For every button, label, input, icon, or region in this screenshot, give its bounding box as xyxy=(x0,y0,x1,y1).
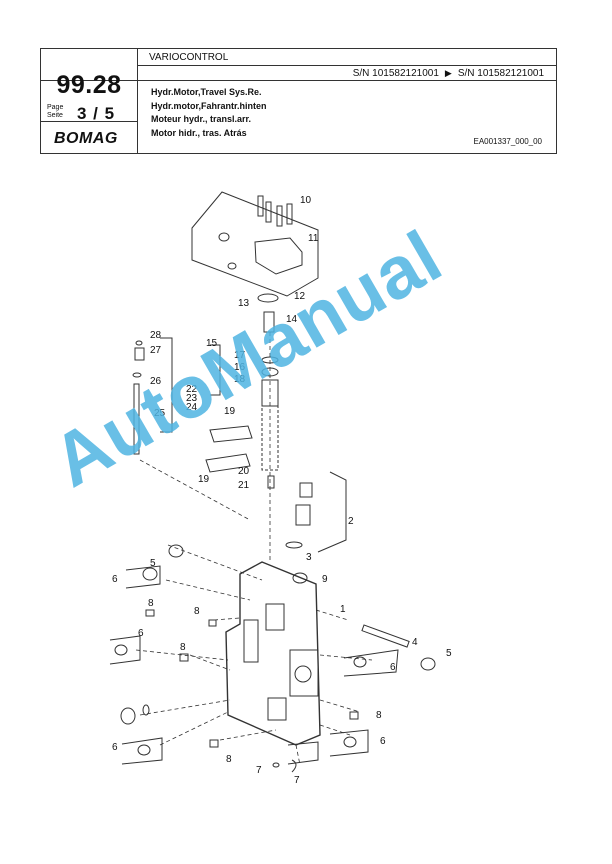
bolt xyxy=(257,195,264,217)
rod xyxy=(133,383,140,455)
callout: 25 xyxy=(154,408,166,419)
page-label: Page Seite xyxy=(47,104,64,119)
callout: 8 xyxy=(180,642,186,653)
bomag-logo: BOMAG xyxy=(54,130,118,147)
callout: 13 xyxy=(238,298,250,309)
callout: 28 xyxy=(150,330,162,341)
callout: 18 xyxy=(234,374,246,385)
bolt xyxy=(276,205,283,227)
callout: 22 xyxy=(186,384,198,395)
pin xyxy=(209,425,253,443)
serial-from: S/N 101582121001 xyxy=(352,68,439,79)
callout: 14 xyxy=(286,314,298,325)
pin xyxy=(361,624,410,648)
callout: 12 xyxy=(294,291,306,302)
plug xyxy=(137,744,151,756)
plug xyxy=(120,707,136,725)
title-en: Hydr.Motor,Travel Sys.Re. xyxy=(151,87,262,97)
plug xyxy=(299,482,313,498)
callout: 6 xyxy=(112,742,118,753)
plug xyxy=(292,572,308,584)
plug xyxy=(349,711,359,720)
callout: 19 xyxy=(224,406,236,417)
plug xyxy=(145,609,155,617)
callout: 8 xyxy=(376,710,382,721)
callout: 19 xyxy=(198,474,210,485)
callout: 26 xyxy=(150,376,162,387)
title-es: Motor hidr., tras. Atrás xyxy=(151,127,247,138)
group-number: 99.28 xyxy=(56,71,122,99)
o-ring xyxy=(285,541,303,549)
cover-frame xyxy=(191,191,319,297)
serial-number-range: S/N 101582121001 ▶ S/N 101582121001 xyxy=(353,68,544,79)
callout: 23 xyxy=(186,393,198,404)
callout: 21 xyxy=(238,480,250,491)
callout: 6 xyxy=(390,662,396,673)
callout: 2 xyxy=(348,516,354,527)
motor-cover-part xyxy=(254,237,303,275)
plug xyxy=(343,736,357,748)
part-titles: Hydr.Motor,Travel Sys.Re. Hydr.motor,Fah… xyxy=(151,86,267,140)
callout: 7 xyxy=(294,775,300,786)
callout: 8 xyxy=(226,754,232,765)
document-id: EA001337_000_00 xyxy=(473,137,542,146)
screw xyxy=(267,475,275,489)
callout: 10 xyxy=(300,195,312,206)
exploded-parts-diagram: 10 11 12 13 14 15 17 16 18 19 19 20 21 2… xyxy=(109,191,452,786)
serial-to: S/N 101582121001 xyxy=(457,68,544,79)
callout: 15 xyxy=(206,338,218,349)
plug xyxy=(209,739,219,748)
plug xyxy=(420,657,436,671)
callout: 6 xyxy=(380,736,386,747)
callout: 17 xyxy=(234,350,246,361)
callout: 4 xyxy=(412,637,418,648)
plug xyxy=(168,544,184,558)
title-de: Hydr.motor,Fahrantr.hinten xyxy=(151,100,267,111)
callout: 27 xyxy=(150,345,162,356)
callout: 6 xyxy=(138,628,144,639)
callout: 7 xyxy=(256,765,262,776)
callout: 20 xyxy=(238,466,250,477)
callout: 3 xyxy=(306,552,312,563)
parts-page-header: VARIOCONTROL S/N 101582121001▶S/N 101582… xyxy=(40,48,557,154)
catalog-category: VARIOCONTROL xyxy=(149,52,229,63)
callout: 24 xyxy=(186,402,198,413)
callout: 5 xyxy=(150,558,156,569)
fitting xyxy=(134,347,145,361)
pin xyxy=(205,453,251,473)
callout: 16 xyxy=(234,362,246,373)
callout: 8 xyxy=(194,606,200,617)
callout: 9 xyxy=(322,574,328,585)
plug xyxy=(218,232,230,242)
title-fr: Moteur hydr., transl.arr. xyxy=(151,114,252,124)
plug xyxy=(208,619,217,627)
bolt xyxy=(263,311,275,333)
callout: 8 xyxy=(148,598,154,609)
arrow-right-icon: ▶ xyxy=(444,68,452,78)
callout: 11 xyxy=(308,233,319,244)
plug xyxy=(179,653,189,662)
callout: 6 xyxy=(112,574,118,585)
bolt xyxy=(265,201,272,223)
plug xyxy=(114,644,128,656)
page-number: 3 / 5 xyxy=(77,104,116,123)
plug xyxy=(353,656,367,668)
valve-housing xyxy=(225,561,321,746)
o-ring xyxy=(257,293,279,303)
spring-valve xyxy=(295,504,311,526)
plug xyxy=(142,567,158,581)
callout: 1 xyxy=(340,604,346,615)
callout: 5 xyxy=(446,648,452,659)
bolt xyxy=(286,203,293,225)
plug xyxy=(227,262,237,270)
